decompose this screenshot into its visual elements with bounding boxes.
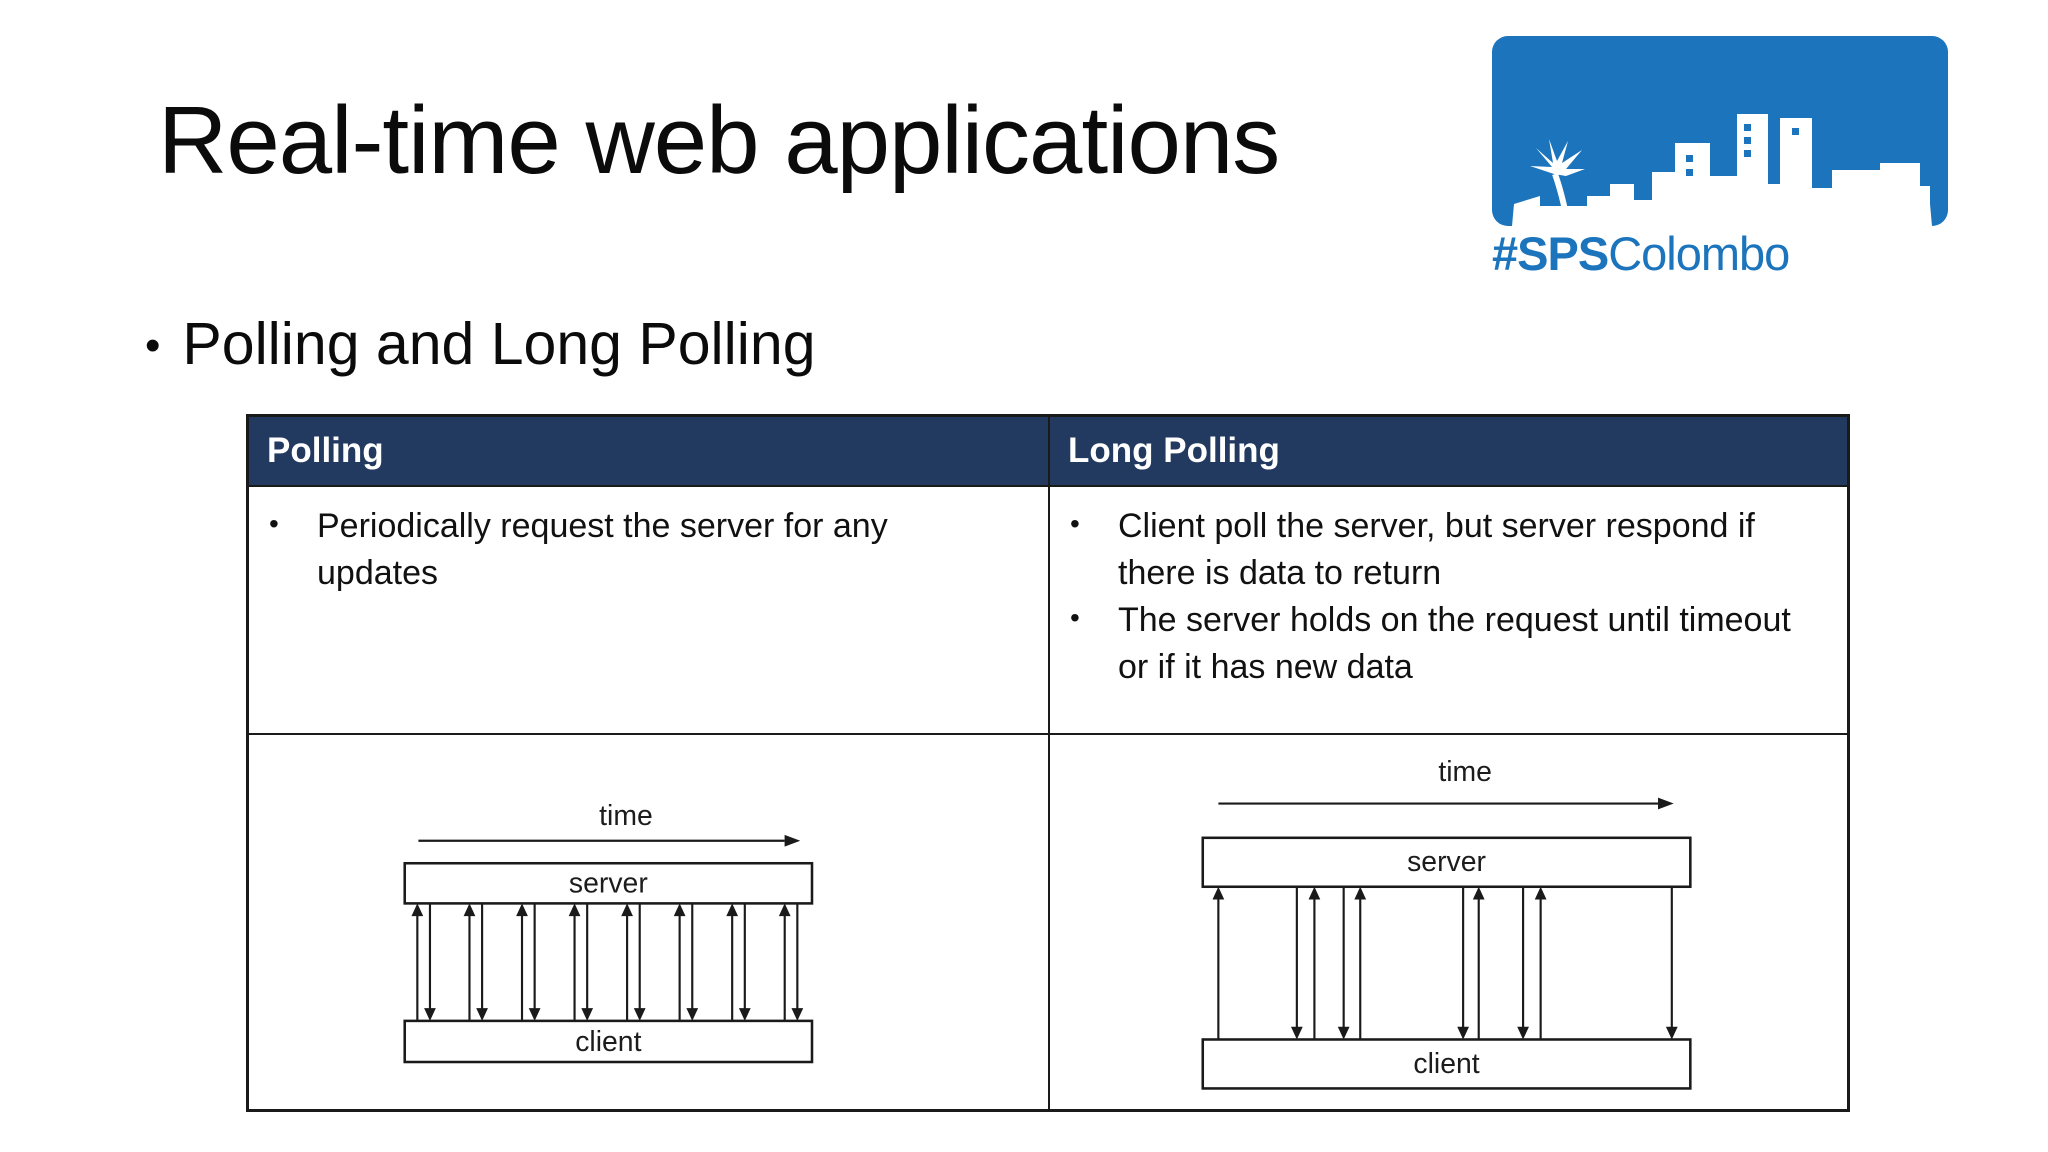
sps-colombo-logo: #SPSColombo <box>1492 36 1948 277</box>
client-label: client <box>575 1026 641 1058</box>
header-cell-long-polling: Long Polling <box>1048 417 1847 485</box>
time-arrow <box>1218 797 1674 810</box>
time-arrow <box>418 834 801 847</box>
logo-hashtag: #SPS <box>1492 227 1609 280</box>
long-polling-diagram-cell: time server client <box>1048 733 1847 1109</box>
time-label: time <box>1438 756 1492 788</box>
palm-tree-icon <box>1552 172 1571 225</box>
list-item: • Client poll the server, but server res… <box>1070 503 1829 597</box>
list-item-text: The server holds on the request until ti… <box>1118 600 1791 686</box>
city-skyline-icon <box>1492 36 1948 226</box>
comparison-table: Polling Long Polling • Periodically requ… <box>246 414 1850 1112</box>
bullet-item: • Polling and Long Polling <box>145 310 816 378</box>
slide-title: Real-time web applications <box>158 87 1280 194</box>
polling-description-cell: • Periodically request the server for an… <box>249 485 1048 733</box>
long-polling-description-cell: • Client poll the server, but server res… <box>1048 485 1847 733</box>
list-item-text: Client poll the server, but server respo… <box>1118 507 1755 592</box>
request-response-arrows <box>1212 886 1678 1040</box>
list-item: • Periodically request the server for an… <box>269 503 1030 597</box>
polling-diagram-cell: time server client <box>249 733 1048 1109</box>
list-item: • The server holds on the request until … <box>1070 597 1829 691</box>
header-cell-polling: Polling <box>249 417 1048 485</box>
bullet-glyph: • <box>145 321 161 370</box>
list-item-text: Periodically request the server for any … <box>317 507 888 592</box>
server-box <box>1201 836 1692 889</box>
server-box <box>403 861 814 905</box>
bullet-glyph: • <box>1070 601 1080 633</box>
long-polling-diagram: time server client <box>1201 756 1692 1090</box>
client-box <box>1201 1038 1692 1090</box>
server-label: server <box>569 868 648 900</box>
logo-wordmark: #SPSColombo <box>1492 230 1948 277</box>
bullet-glyph: • <box>1070 508 1080 539</box>
bullet-text: Polling and Long Polling <box>182 311 816 377</box>
request-response-arrows <box>411 903 804 1021</box>
time-label: time <box>599 800 653 832</box>
logo-city: Colombo <box>1608 227 1790 280</box>
polling-diagram: time server client <box>403 800 814 1064</box>
client-box <box>403 1019 814 1064</box>
client-label: client <box>1413 1048 1479 1080</box>
bullet-glyph: • <box>269 508 279 539</box>
server-label: server <box>1407 846 1486 878</box>
